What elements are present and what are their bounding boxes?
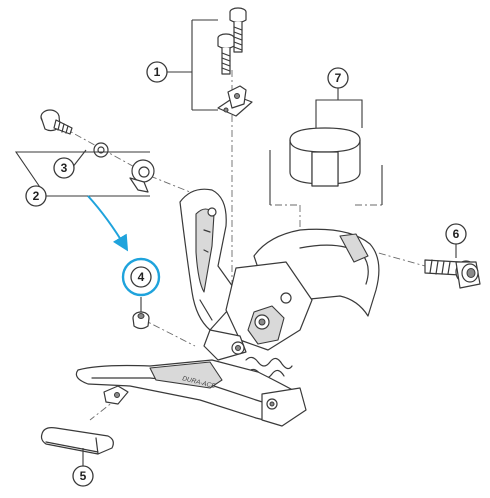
- screw-lower: [217, 33, 235, 75]
- part-6-clamp-bolt: [424, 259, 481, 289]
- callout-1-label: 1: [154, 65, 161, 79]
- callout-3: 3: [53, 157, 75, 179]
- callout-2-label: 2: [33, 189, 40, 203]
- leader-lines: [14, 19, 457, 466]
- part-2-bolt-and-clip: [40, 109, 73, 135]
- highlight-arrow: [87, 195, 129, 252]
- callout-7-label: 7: [335, 71, 342, 85]
- callout-4-highlight-ring: [121, 257, 161, 297]
- callout-5-label: 5: [80, 469, 87, 483]
- callout-4-label: 4: [138, 270, 145, 284]
- part-5-cover: [40, 427, 114, 455]
- callout-4: 4: [121, 257, 161, 297]
- callout-2: 2: [25, 185, 47, 207]
- part-4-adjusting-screw: [132, 311, 150, 330]
- part-3-washer: [93, 142, 109, 158]
- part-1-screws-and-bracket: [217, 7, 253, 117]
- bracket-plate: [217, 85, 253, 117]
- derailleur-main-body: DURA-ACE: [75, 188, 380, 427]
- cable-clip: [129, 159, 155, 193]
- callout-7: 7: [327, 67, 349, 89]
- callout-5: 5: [72, 465, 94, 487]
- callout-6-label: 6: [453, 227, 460, 241]
- part-7-band-clamp: [289, 127, 361, 187]
- callout-3-label: 3: [61, 161, 68, 175]
- callout-1: 1: [146, 61, 168, 83]
- callout-6: 6: [445, 223, 467, 245]
